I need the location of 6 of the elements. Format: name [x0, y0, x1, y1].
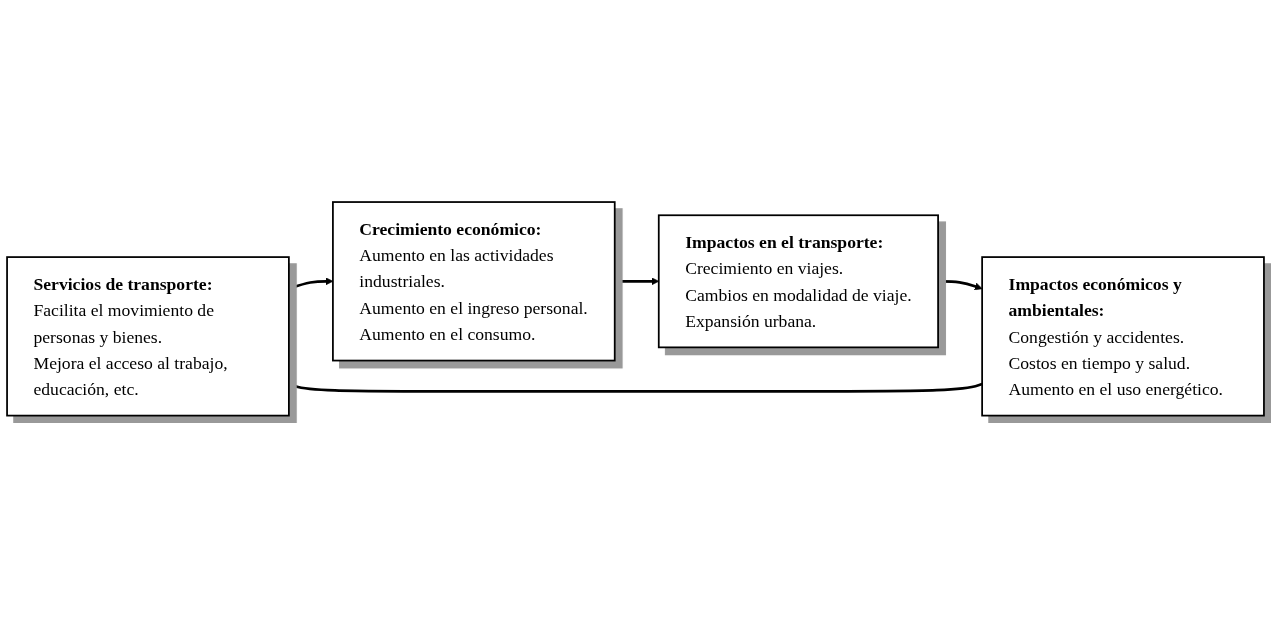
arrow [288, 382, 983, 393]
node-box: Servicios de transporte: Facilita el movimiento de personas y bienes. Mejora el acceso al trabajo, educación, etc. [6, 256, 290, 417]
node-box: Impactos económicos y ambientales: Congestión y accidentes. Costos en tiempo y salud. Aumento en el uso energético. [981, 256, 1265, 417]
arrow [938, 280, 983, 291]
node-box: Impactos en el transporte: Crecimiento en viajes. Cambios en modalidad de viaje. Expansión urbana. [657, 214, 939, 349]
node-box: Crecimiento económico: Aumento en las actividades industriales. Aumento en el ingreso personal. Aumento en el consumo. [332, 201, 616, 362]
